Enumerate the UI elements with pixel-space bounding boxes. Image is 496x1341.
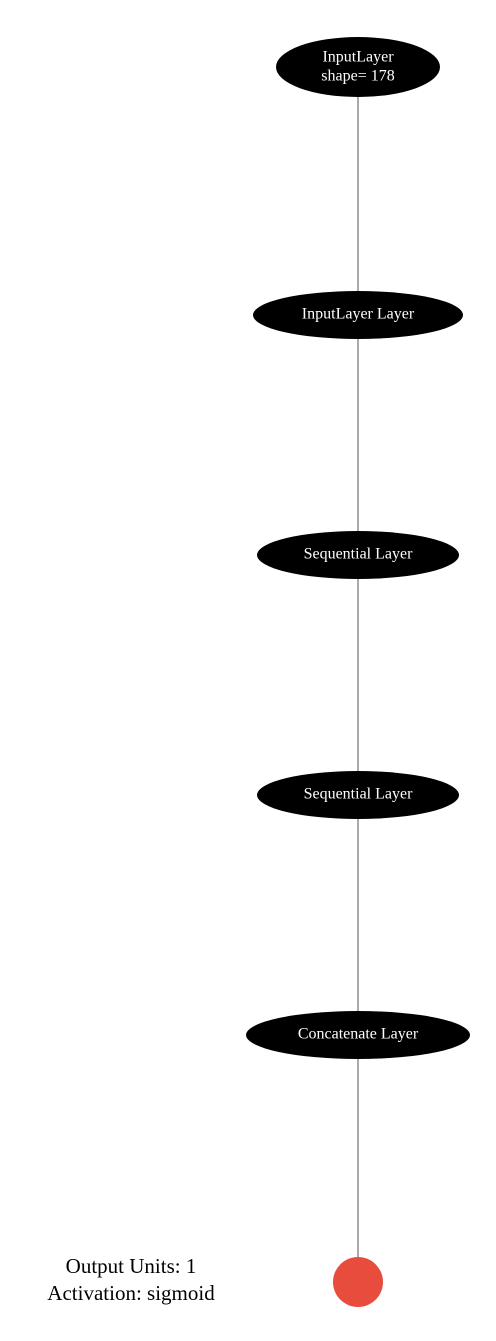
node-concatenate: Concatenate Layer — [246, 1011, 470, 1059]
node-sequential-2: Sequential Layer — [257, 771, 459, 819]
node-input-layer-label: InputLayer Layer — [302, 306, 415, 323]
node-input-label-line-2: shape= 178 — [321, 68, 394, 85]
node-sequential-2-shape — [257, 771, 459, 819]
node-input-layer: InputLayer Layer — [253, 291, 463, 339]
node-sequential-1-shape — [257, 531, 459, 579]
node-sequential-1-label: Sequential Layer — [304, 546, 414, 563]
output-node: Output Units: 1 Activation: sigmoid — [47, 1254, 383, 1307]
output-units-label: Output Units: 1 — [66, 1254, 197, 1278]
node-input-shape — [276, 37, 440, 97]
node-sequential-1: Sequential Layer — [257, 531, 459, 579]
node-concatenate-label: Concatenate Layer — [298, 1026, 419, 1043]
output-circle — [333, 1257, 383, 1307]
node-sequential-2-label: Sequential Layer — [304, 786, 414, 803]
node-input-label-line-1: InputLayer — [322, 49, 394, 66]
output-activation-label: Activation: sigmoid — [47, 1281, 215, 1305]
node-input-layer-shape — [253, 291, 463, 339]
node-concatenate-shape — [246, 1011, 470, 1059]
node-input: InputLayer shape= 178 — [276, 37, 440, 97]
